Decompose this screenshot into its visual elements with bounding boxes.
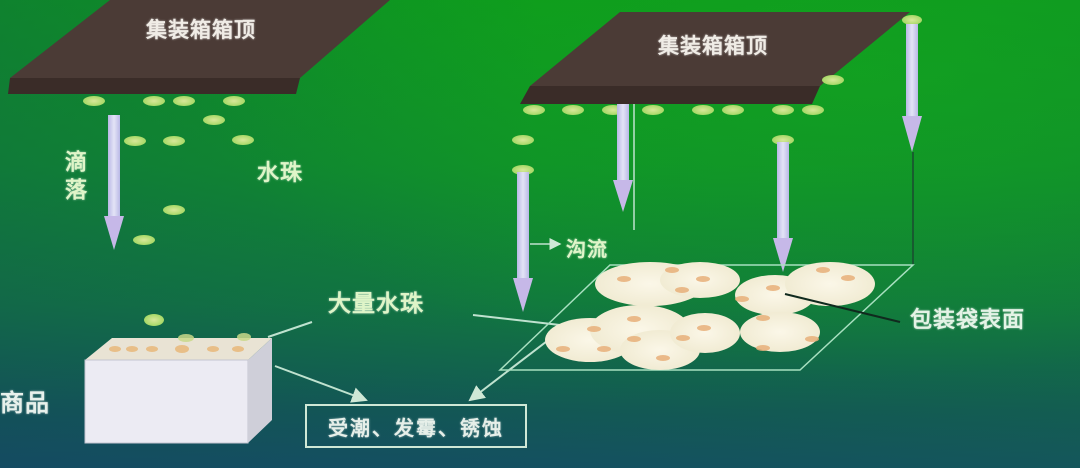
left-roof: [8, 0, 390, 94]
right-roof: [520, 12, 910, 104]
goods-box: [84, 333, 272, 444]
left-roof-label: 集装箱箱顶: [146, 18, 256, 42]
goods-label: 商品: [0, 389, 50, 417]
channel-flow-lines: [530, 104, 914, 265]
channel-flow-label: 沟流: [566, 237, 608, 261]
left-droplets: [83, 96, 254, 326]
right-droplets: [512, 15, 922, 175]
droplet-label: 水珠: [257, 161, 304, 186]
result-box: 受潮、发霉、锈蚀: [305, 404, 527, 448]
bag-surface: [498, 262, 915, 371]
right-roof-label: 集装箱箱顶: [658, 34, 768, 58]
right-drip-arrows: [513, 24, 922, 312]
pointer-lines: [267, 314, 561, 403]
bag-surface-label: 包装袋表面: [910, 308, 1026, 333]
many-droplets-label: 大量水珠: [328, 291, 424, 317]
left-drip-arrow: [104, 115, 124, 250]
drip-label: 滴落: [61, 150, 86, 206]
